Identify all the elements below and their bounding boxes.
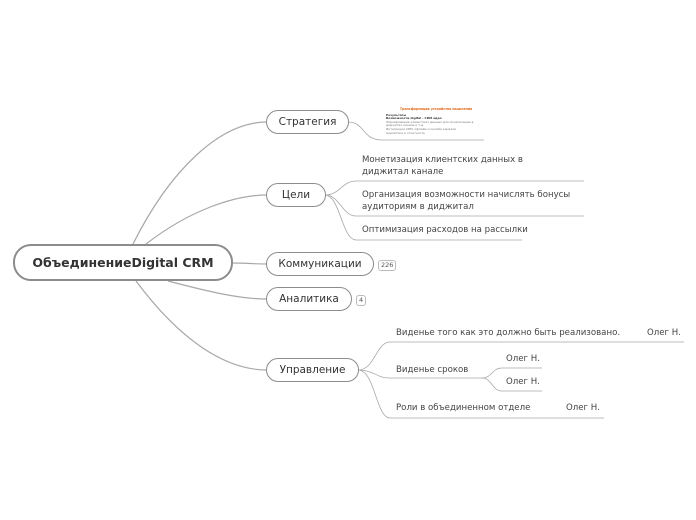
note-line: Формирование клиентских данных для монет… xyxy=(386,119,474,128)
branch-strategy[interactable]: Стратегия xyxy=(266,110,349,134)
note-line: Аналитика и отчетность xyxy=(386,130,425,135)
goal-item[interactable]: Монетизация клиентских данных в диджитал… xyxy=(362,155,523,177)
management-vision-item[interactable]: Виденье того как это должно быть реализо… xyxy=(396,328,621,338)
branch-strategy-label: Стратегия xyxy=(278,116,337,128)
branch-management[interactable]: Управление xyxy=(266,358,359,382)
note-title: Трансформация устройства мышления xyxy=(399,107,473,111)
management-roles-item[interactable]: Роли в объединенном отделе xyxy=(396,403,531,413)
communications-count-badge[interactable]: 226 xyxy=(378,260,397,271)
branch-analytics[interactable]: Аналитика xyxy=(266,287,352,311)
note-subheading: Возможности digital - CRM ядро xyxy=(386,116,442,121)
branch-communications-label: Коммуникации xyxy=(278,258,362,270)
branch-communications[interactable]: Коммуникации xyxy=(266,252,374,276)
goal-item[interactable]: Организация возможности начислять бонусы… xyxy=(362,190,571,212)
root-label: ОбъединениеDigital CRM xyxy=(32,255,214,270)
branch-goals-label: Цели xyxy=(281,189,311,201)
branch-analytics-label: Аналитика xyxy=(279,293,339,305)
branch-management-label: Управление xyxy=(279,364,346,376)
management-timing-item[interactable]: Виденье сроков xyxy=(396,365,469,375)
roles-owner[interactable]: Олег Н. xyxy=(566,403,600,413)
vision-owner[interactable]: Олег Н. xyxy=(647,328,681,338)
goal-item[interactable]: Оптимизация расходов на рассылки xyxy=(362,225,528,235)
timing-owner[interactable]: Олег Н. xyxy=(506,377,540,387)
note-heading: Результаты xyxy=(386,112,407,117)
analytics-count-badge[interactable]: 4 xyxy=(356,295,367,306)
branch-goals[interactable]: Цели xyxy=(266,183,326,207)
timing-owner[interactable]: Олег Н. xyxy=(506,354,540,364)
note-line: Интеграция CRM, офлайн и онлайн каналов xyxy=(386,126,456,131)
root-node[interactable]: ОбъединениеDigital CRM xyxy=(13,244,233,281)
strategy-note-thumbnail[interactable]: Трансформация устройства мышления Резуль… xyxy=(386,107,486,142)
